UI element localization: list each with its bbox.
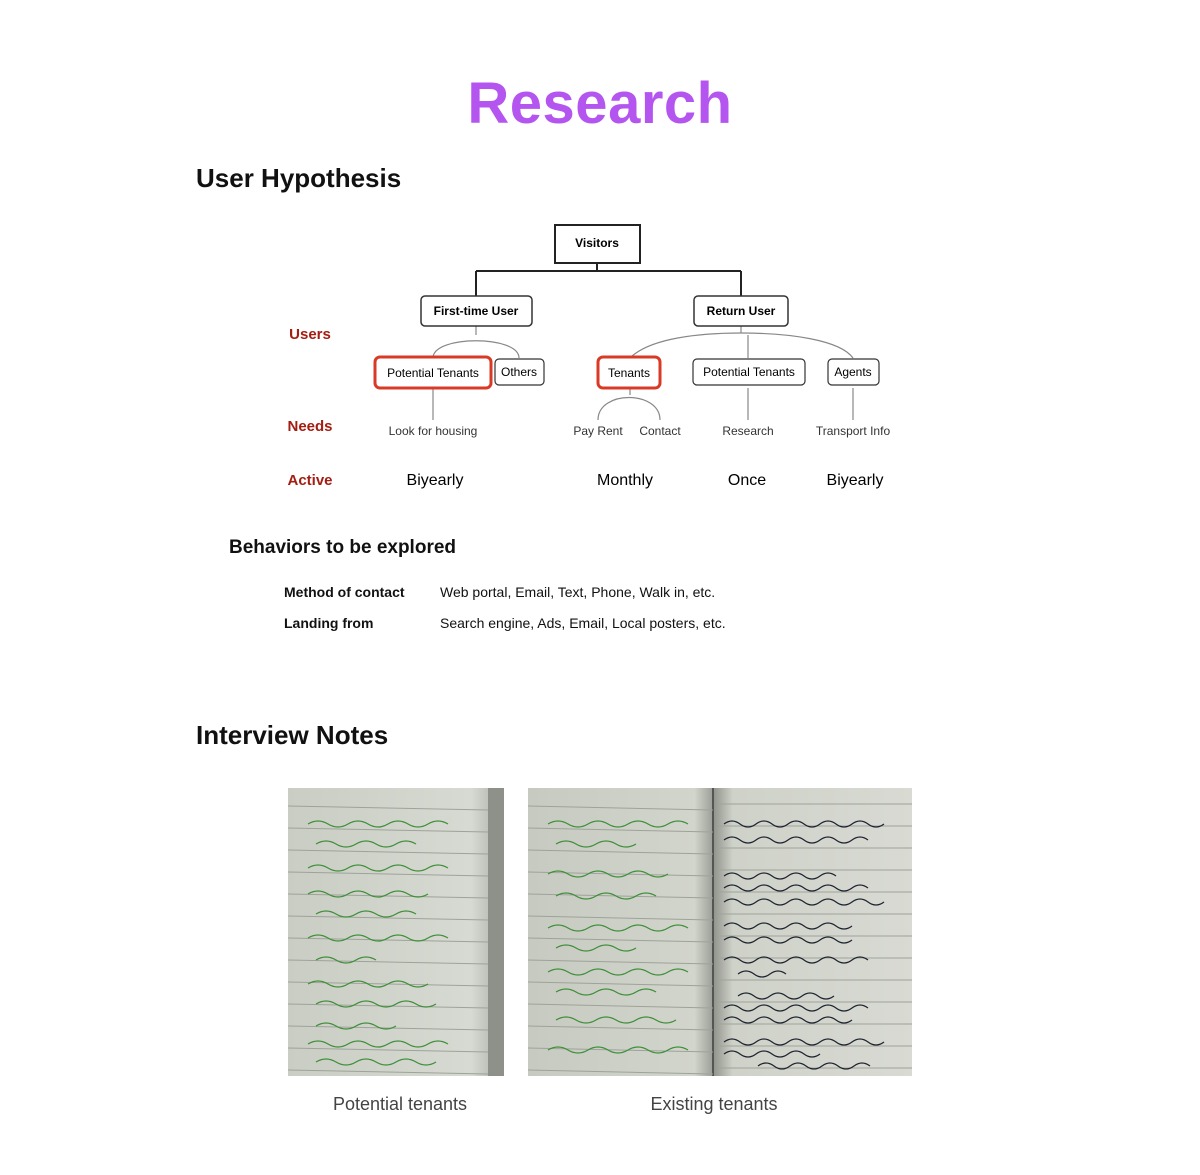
node-potential-tenants-box: [373, 355, 493, 390]
notebook-page-image: [288, 788, 504, 1076]
active-potential-tenants-return: Once: [728, 472, 766, 489]
active-potential-tenants: Biyearly: [407, 472, 464, 489]
user-hypothesis-diagram: Visitors First-time User Return User Pot…: [287, 224, 891, 489]
need-transport-info: Transport Info: [816, 424, 891, 438]
node-agents: Agents: [834, 365, 871, 379]
connector-line: [629, 332, 854, 359]
need-pay-rent: Pay Rent: [573, 424, 623, 438]
node-return-user-box: [693, 295, 789, 327]
connector-line: [432, 340, 520, 359]
behavior-value: Web portal, Email, Text, Phone, Walk in,…: [440, 584, 716, 600]
node-others-box: [494, 358, 545, 386]
notebook-spread-image: [528, 788, 912, 1076]
node-tenants-box: [596, 355, 662, 390]
node-first-time-user: First-time User: [434, 304, 519, 318]
photo-caption: Existing tenants: [650, 1094, 778, 1114]
interview-photo-existing-tenants: [528, 788, 912, 1076]
node-return-user: Return User: [707, 304, 776, 318]
need-research: Research: [722, 424, 773, 438]
node-potential-tenants-return-box: [692, 358, 806, 386]
interview-notes-heading: Interview Notes: [196, 720, 389, 750]
connector-line: [597, 396, 661, 421]
behaviors-heading: Behaviors to be explored: [229, 537, 457, 558]
node-first-time-box: [420, 295, 533, 327]
user-hypothesis-heading: User Hypothesis: [196, 163, 402, 193]
row-label-active: Active: [287, 472, 332, 489]
active-tenants: Monthly: [597, 472, 653, 489]
behavior-label: Method of contact: [284, 584, 405, 600]
need-look-for-housing: Look for housing: [389, 424, 478, 438]
node-tenants: Tenants: [608, 366, 650, 380]
node-visitors: Visitors: [575, 236, 619, 250]
behavior-value: Search engine, Ads, Email, Local posters…: [440, 615, 726, 631]
row-label-needs: Needs: [287, 418, 332, 435]
page-title: Research: [467, 71, 733, 136]
node-potential-tenants-return: Potential Tenants: [703, 365, 795, 379]
interview-photo-potential-tenants: [288, 788, 504, 1076]
node-visitors-box: [554, 224, 641, 264]
row-label-users: Users: [289, 326, 331, 343]
node-agents-box: [827, 358, 880, 386]
node-others: Others: [501, 365, 537, 379]
active-agents: Biyearly: [827, 472, 884, 489]
node-potential-tenants: Potential Tenants: [387, 366, 479, 380]
need-contact: Contact: [639, 424, 681, 438]
behavior-label: Landing from: [284, 615, 374, 631]
photo-caption: Potential tenants: [332, 1094, 468, 1114]
